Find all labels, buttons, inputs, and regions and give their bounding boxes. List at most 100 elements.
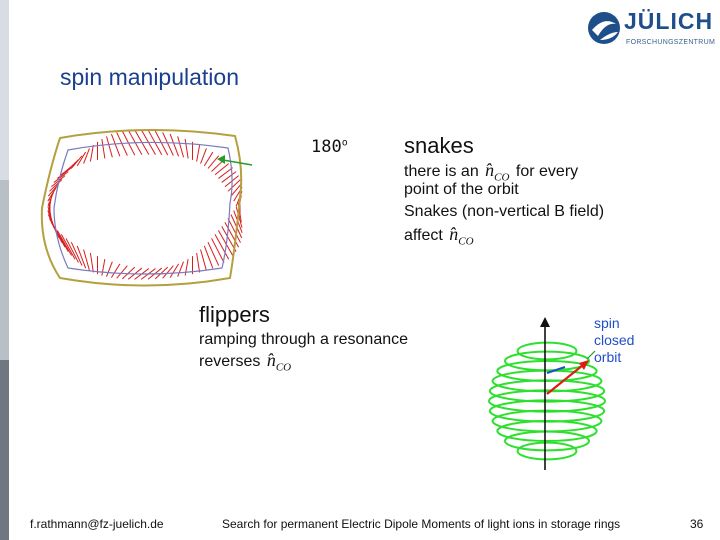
n-co-subscript: CO <box>275 361 292 374</box>
spin-vector-head <box>579 360 589 370</box>
ribbon-strand <box>154 266 169 280</box>
ribbon-strand <box>70 241 83 266</box>
snake-ribbon <box>47 129 243 280</box>
ribbon-strand <box>76 245 87 269</box>
ribbon-strand <box>65 159 79 172</box>
n-co-symbol: ̂nCO <box>449 224 473 252</box>
juelich-logo-icon <box>588 12 620 44</box>
spin-closed-orbit-label: spin closed orbit <box>594 315 634 366</box>
flippers-line-2: reverses ̂nCO <box>199 350 293 378</box>
snakes-line-4: affect ̂nCO <box>404 224 476 252</box>
ribbon-strand <box>207 155 220 169</box>
ribbon-strand <box>89 144 94 162</box>
n-co-letter: n <box>449 224 459 244</box>
ribbon-strand <box>162 265 174 279</box>
ribbon-strand <box>214 234 230 260</box>
ribbon-strand <box>227 218 241 243</box>
snakes-line-1-post: for every <box>515 163 579 180</box>
ribbon-strand <box>217 230 234 256</box>
ribbon-strand <box>218 167 234 179</box>
precession-rings <box>488 341 606 461</box>
ribbon-strand <box>177 136 184 158</box>
snakes-line-3: Snakes (non-vertical B field) <box>404 203 605 220</box>
spin-sphere-figure <box>488 317 606 470</box>
spin-label-pointer <box>586 350 596 360</box>
ribbon-strand <box>106 261 113 277</box>
snakes-line-1: there is an ̂nCO for every <box>404 160 578 188</box>
sidebar-band-top <box>0 0 9 180</box>
ribbon-strand <box>184 258 189 276</box>
spin-vector <box>546 364 584 395</box>
logo-subtitle: FORSCHUNGSZENTRUM <box>626 39 716 46</box>
snakes-heading: snakes <box>404 133 474 158</box>
vertical-axis-head <box>540 317 550 327</box>
ribbon-strand <box>110 263 121 278</box>
ribbon-strand <box>47 183 60 197</box>
ribbon-strand <box>211 238 225 263</box>
ribbon-strand <box>203 245 214 269</box>
ribbon-strand <box>214 163 230 176</box>
precession-ring <box>488 379 606 403</box>
ribbon-strand <box>235 206 243 228</box>
juelich-logo: JÜLICH FORSCHUNGSZENTRUM <box>586 8 716 52</box>
pointer-arrow-head <box>217 155 225 164</box>
flippers-heading: flippers <box>199 302 270 327</box>
ribbon-strand <box>230 183 243 197</box>
n-co-symbol: ̂nCO <box>485 160 509 188</box>
spin-label-line-3: orbit <box>594 349 622 365</box>
ribbon-strand <box>65 238 79 263</box>
n-co-vector <box>546 366 566 374</box>
ribbon-strand <box>116 265 128 279</box>
footer-email: f.rathmann@fz-juelich.de <box>30 517 164 531</box>
snake-orbit-figure <box>40 129 253 287</box>
ribbon-strand <box>70 155 83 169</box>
n-co-symbol: ̂nCO <box>267 350 291 378</box>
flippers-line-1: ramping through a resonance <box>199 331 409 348</box>
ribbon-strand <box>184 138 189 159</box>
footer-title: Search for permanent Electric Dipole Mom… <box>222 517 621 531</box>
n-co-subscript: CO <box>458 235 474 248</box>
rotation-angle-unit: o <box>341 137 348 149</box>
ribbon-strand <box>227 179 241 192</box>
ribbon-strand <box>56 230 73 256</box>
ribbon-strand <box>101 258 106 276</box>
ribbon-strand <box>224 222 240 248</box>
ribbon-strand <box>106 136 113 158</box>
ribbon-strand <box>200 148 207 164</box>
page-title: spin manipulation <box>60 64 240 90</box>
sidebar-band-middle <box>0 180 9 360</box>
ribbon-strand <box>89 252 94 273</box>
sidebar-band-bottom <box>0 360 9 540</box>
n-co-letter: n <box>266 350 276 370</box>
precession-ring <box>496 420 598 442</box>
ribbon-strand <box>53 171 69 183</box>
ribbon-strand <box>76 151 87 167</box>
ribbon-strand <box>121 266 136 280</box>
pointer-arrow <box>222 159 253 166</box>
spin-label-line-2: closed <box>594 332 635 348</box>
page-number: 36 <box>690 517 704 531</box>
rotation-angle-label: 180o <box>311 137 348 157</box>
precession-ring <box>516 341 578 361</box>
ribbon-strand <box>162 132 174 156</box>
ribbon-strand <box>110 133 121 157</box>
precession-ring <box>516 441 578 461</box>
ribbon-strand <box>221 171 237 183</box>
precession-ring <box>504 430 590 452</box>
ribbon-strand <box>47 187 57 202</box>
ribbon-strand <box>83 249 90 271</box>
n-co-letter: n <box>485 160 495 180</box>
rotation-angle-value: 180 <box>311 137 342 157</box>
ribbon-strand <box>196 252 201 273</box>
snakes-line-2: point of the orbit <box>404 181 519 198</box>
ribbon-strand <box>169 133 180 157</box>
ribbon-strand <box>200 249 207 271</box>
ribbon-strand <box>83 148 90 164</box>
ribbon-strand <box>49 179 63 192</box>
flippers-line-2-pre: reverses <box>199 353 261 370</box>
inner-orbit-ring <box>53 141 233 275</box>
logo-wordmark: JÜLICH <box>624 8 714 34</box>
n-co-subscript: CO <box>494 171 510 184</box>
closed-orbit-ring <box>40 129 243 287</box>
snakes-line-4-pre: affect <box>404 227 443 244</box>
